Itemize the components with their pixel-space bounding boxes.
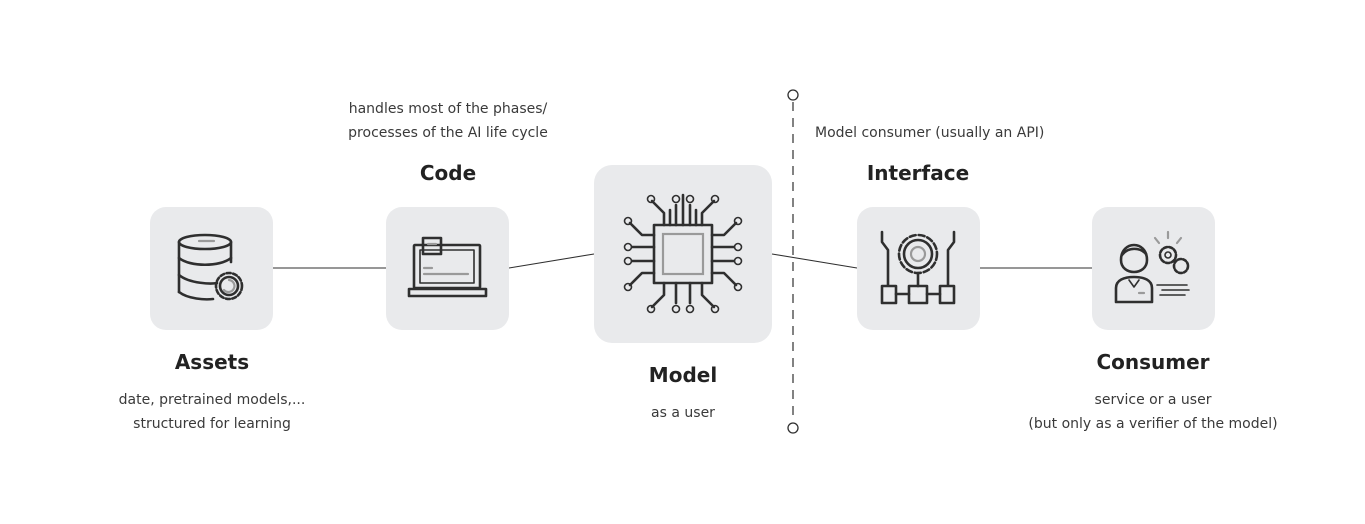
assets-title: Assets <box>175 350 249 374</box>
gear-circuit-icon <box>880 230 956 305</box>
consumer-desc-line1: service or a user <box>1095 392 1212 408</box>
consumer-box <box>1092 207 1215 330</box>
divider-top-endpoint <box>787 89 799 101</box>
code-desc-line2: processes of the AI life cycle <box>348 125 548 141</box>
model-box <box>594 165 772 343</box>
person-gears-icon <box>1114 230 1190 304</box>
model-title: Model <box>649 363 717 387</box>
node-assets: Assets date, pretrained models,... struc… <box>119 207 306 432</box>
node-code: handles most of the phases/ processes of… <box>348 101 548 330</box>
assets-desc-line1: date, pretrained models,... <box>119 392 306 408</box>
divider-bottom-endpoint <box>787 422 799 434</box>
node-consumer: Consumer service or a user (but only as … <box>1028 207 1278 432</box>
connector-code-model <box>508 253 595 269</box>
code-desc-line1: handles most of the phases/ <box>349 101 548 117</box>
assets-desc-line2: structured for learning <box>133 416 291 432</box>
consumer-title: Consumer <box>1096 350 1209 374</box>
laptop-icon <box>407 236 488 298</box>
database-gear-icon <box>177 233 244 301</box>
connector-model-interface <box>771 253 858 269</box>
code-box <box>386 207 509 330</box>
node-interface: Model consumer (usually an API) Interfac… <box>815 125 1044 330</box>
code-title: Code <box>420 161 476 185</box>
chip-icon <box>623 193 743 314</box>
node-model: Model as a user <box>594 165 772 421</box>
interface-desc-line1: Model consumer (usually an API) <box>815 125 1044 141</box>
consumer-desc-line2: (but only as a verifier of the model) <box>1028 416 1277 432</box>
interface-title: Interface <box>867 161 969 185</box>
assets-box <box>150 207 273 330</box>
model-desc-line1: as a user <box>651 405 715 421</box>
